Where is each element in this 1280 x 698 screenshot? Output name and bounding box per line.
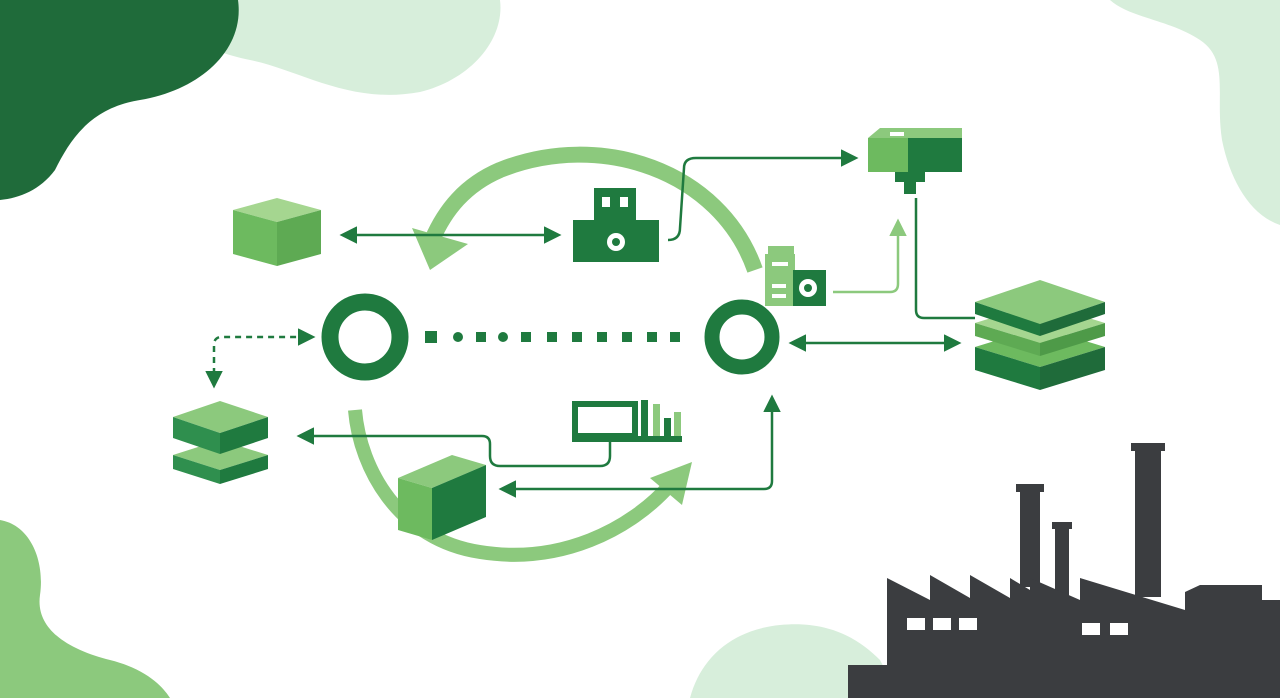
hub-left-ring-icon xyxy=(321,293,409,381)
link-machine-press xyxy=(667,149,859,242)
blob-top-left-dark xyxy=(0,0,239,200)
hub-right-ring-icon xyxy=(704,299,780,375)
blob-bottom-left xyxy=(0,520,170,698)
link-press-layers xyxy=(914,198,975,320)
stacked-layers-left-icon xyxy=(173,401,268,484)
blob-top-right xyxy=(1110,0,1280,225)
blob-top-left-light xyxy=(150,0,501,95)
link-device-press xyxy=(833,218,907,294)
factory-icon xyxy=(848,443,1280,698)
box-icon xyxy=(398,455,486,540)
cycle-arrow-top xyxy=(424,146,763,273)
machine-icon xyxy=(573,188,659,262)
device-icon xyxy=(765,246,826,306)
link-box-hub xyxy=(498,394,781,498)
blob-bottom-center xyxy=(690,624,900,698)
press-icon xyxy=(868,128,962,194)
stacked-layers-icon xyxy=(975,280,1105,390)
cycle-arrow-bottom xyxy=(348,409,676,562)
hub-dotted-link xyxy=(425,331,680,343)
cube-icon xyxy=(233,198,321,266)
bar-chart-icon xyxy=(572,400,682,442)
link-dashed-left xyxy=(205,328,316,389)
connectors xyxy=(205,149,975,498)
